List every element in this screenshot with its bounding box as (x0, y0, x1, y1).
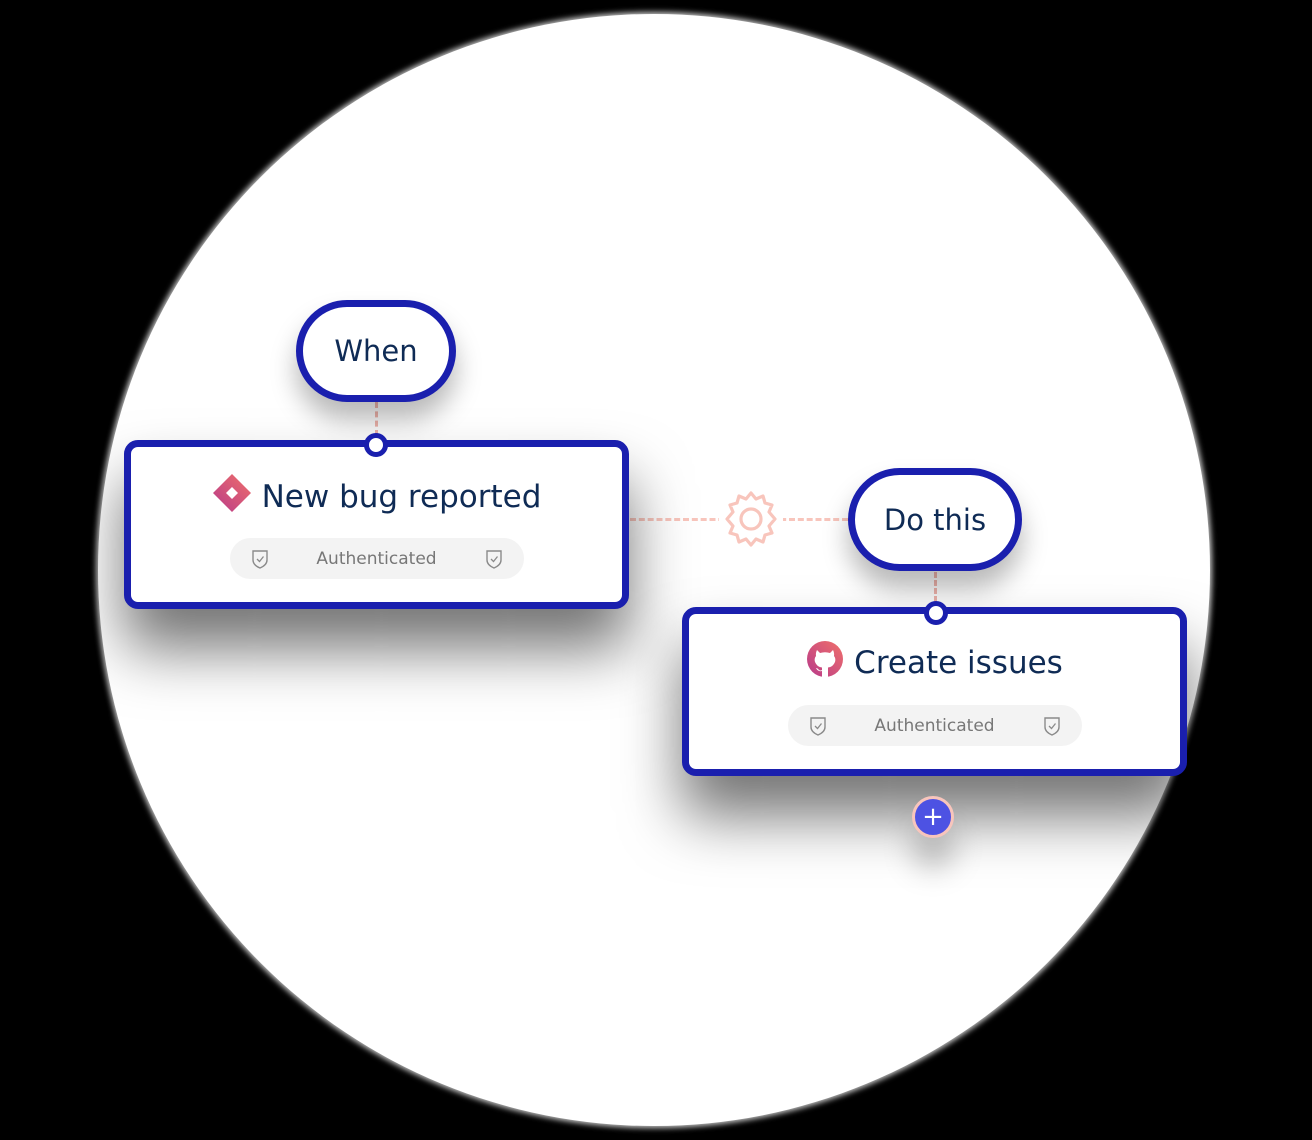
when-pill[interactable]: When (296, 300, 456, 402)
shield-check-icon (809, 716, 827, 736)
github-icon (806, 640, 844, 686)
trigger-card-title: New bug reported (131, 473, 622, 521)
auth-badge: Authenticated (787, 705, 1082, 746)
trigger-card[interactable]: New bug reported Authenticated (124, 440, 629, 609)
shield-check-icon (485, 549, 503, 569)
trigger-title-text: New bug reported (261, 479, 542, 515)
do-this-connector-line (934, 572, 937, 602)
auth-badge-label: Authenticated (316, 548, 437, 569)
action-title-text: Create issues (854, 645, 1063, 681)
when-label: When (334, 334, 418, 368)
add-step-button[interactable]: + (912, 796, 954, 838)
do-this-label: Do this (883, 502, 987, 537)
action-card-title: Create issues (689, 640, 1180, 686)
auth-badge-label: Authenticated (874, 715, 995, 736)
do-this-pill[interactable]: Do this (848, 468, 1022, 571)
jira-diamond-icon (212, 473, 252, 521)
action-connector-dot[interactable] (924, 601, 948, 625)
when-connector-line (375, 402, 378, 436)
action-card[interactable]: Create issues Authenticated (682, 607, 1187, 776)
shield-check-icon (1043, 716, 1061, 736)
plus-icon: + (922, 802, 944, 832)
shield-check-icon (251, 549, 269, 569)
gear-icon[interactable] (719, 487, 783, 551)
auth-badge: Authenticated (229, 538, 524, 579)
trigger-connector-dot[interactable] (364, 433, 388, 457)
